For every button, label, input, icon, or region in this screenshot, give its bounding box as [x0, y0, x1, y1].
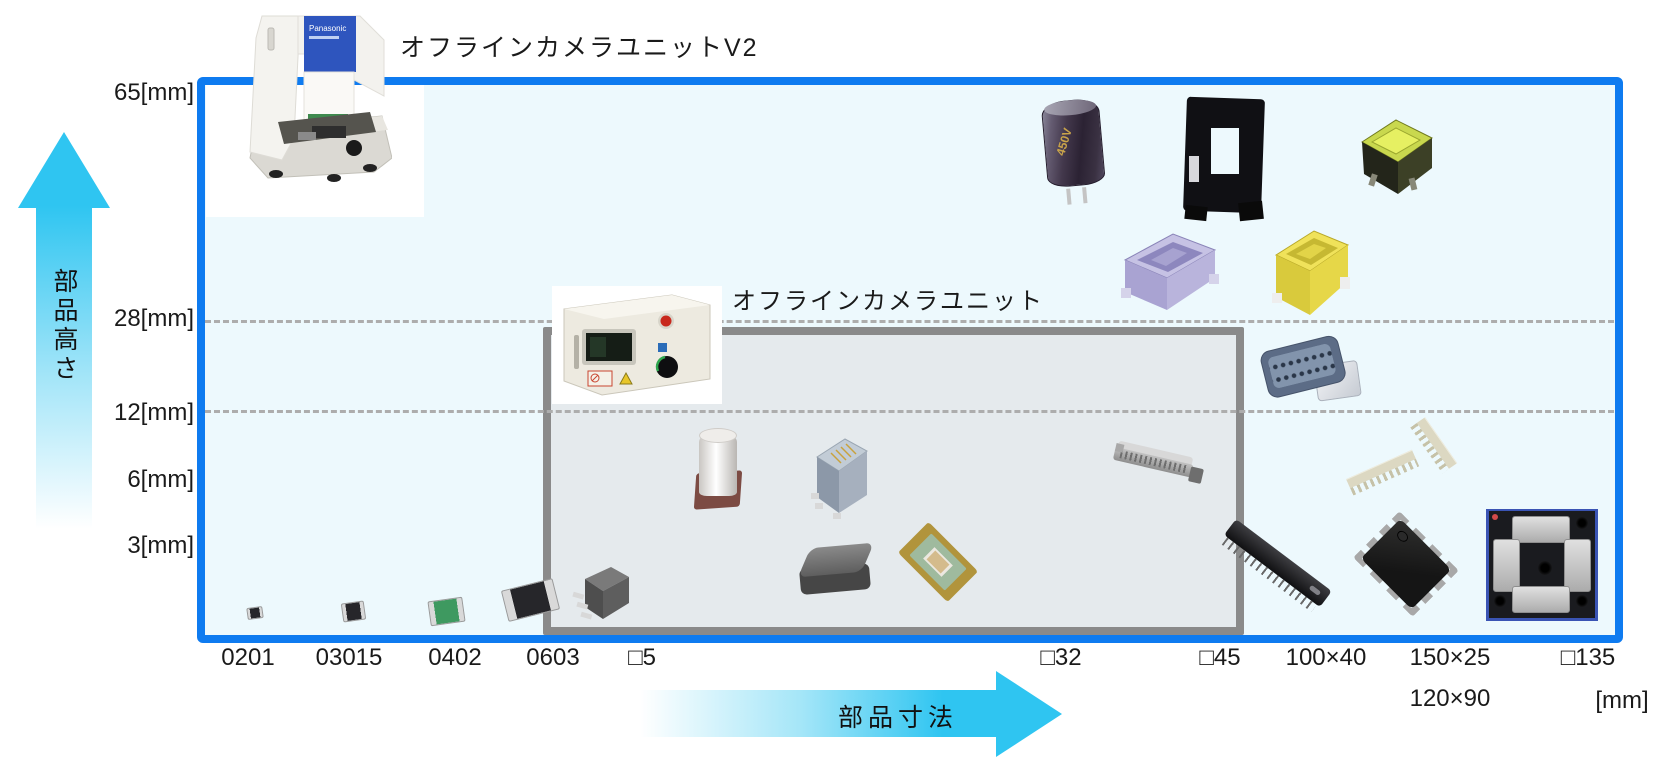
y-label-3mm: 3[mm] [127, 532, 194, 559]
module-pad-right [1564, 539, 1591, 592]
chip-0201 [246, 605, 264, 621]
module-hole [1576, 517, 1588, 529]
camera-unit-v2-illustration: Panasonic [249, 15, 393, 182]
connector-yellow [1270, 225, 1352, 321]
y-label-6mm: 6[mm] [127, 466, 194, 493]
ffc-rotated-group [1109, 431, 1208, 496]
capacitor-pin [1082, 187, 1088, 204]
x-label-120x90: 120×90 [1409, 685, 1491, 712]
header-arm [1346, 449, 1420, 496]
camera-unit-v2-photo: Panasonic [242, 10, 393, 195]
module-hole [1494, 595, 1506, 607]
chip-0402 [427, 596, 466, 627]
connector-purple-illustration [1121, 233, 1219, 310]
connector-purple [1121, 226, 1219, 316]
bobbin-window [1211, 128, 1239, 174]
x-label-150x25: 150×25 [1409, 644, 1491, 671]
qfp-ic [1348, 511, 1464, 617]
v1-unit-title: オフラインカメラユニット [732, 288, 1044, 315]
modular-jack-illustration [811, 438, 868, 519]
v2-unit-title: オフラインカメラユニットV2 [400, 34, 759, 62]
panasonic-logo-text: Panasonic [309, 24, 346, 33]
sip-slot [1308, 584, 1322, 596]
sip-header [1221, 513, 1334, 612]
x-label-0603: 0603 [526, 644, 580, 671]
bga-package [888, 521, 987, 603]
dashed-line-12mm [205, 410, 1614, 413]
dashed-line-28mm [205, 320, 1614, 323]
x-axis-arrow-body [640, 690, 996, 737]
power-connector-sq5 [571, 565, 632, 625]
y-axis-arrow-icon [18, 132, 110, 208]
x-label-03015: 03015 [315, 644, 383, 671]
capacitor-pin [1066, 188, 1072, 205]
module-hole [1576, 595, 1588, 607]
y-label-12mm: 12[mm] [113, 399, 194, 426]
x-axis-unit: [mm] [1595, 687, 1649, 714]
smd-capacitor-white [691, 428, 745, 512]
bga-rotated-group [897, 521, 979, 603]
bobbin-foot [1238, 200, 1264, 222]
y-label-28mm: 28[mm] [113, 305, 194, 332]
x-axis-arrow-icon [996, 671, 1062, 757]
x-label-sq5: □5 [628, 644, 656, 671]
camera-unit-photo [554, 285, 720, 407]
ffc-connector [1112, 440, 1204, 487]
power-connector-illustration [572, 567, 629, 620]
qfp-rotated-group [1353, 511, 1459, 617]
chip-03015 [340, 600, 367, 623]
camera-unit-illustration [563, 294, 711, 396]
bobbin-foot [1184, 204, 1208, 222]
header-pins [1350, 458, 1420, 496]
bobbin-sticker [1189, 156, 1199, 182]
y-axis-arrow-body [36, 206, 92, 546]
electrolytic-capacitor: 450V [1039, 97, 1110, 206]
dsub-rotated-group [1257, 325, 1365, 422]
module-hole [1538, 561, 1552, 575]
x-axis-title: 部品寸法 [838, 704, 959, 732]
module-pad-left [1493, 539, 1520, 592]
pin-header-strip [1343, 417, 1461, 500]
module-red-marker [1492, 514, 1498, 520]
module-pad-bottom [1512, 586, 1570, 613]
module-pad-top [1512, 516, 1570, 543]
metal-pad-module [1486, 509, 1598, 621]
transformer [1350, 112, 1438, 200]
transformer-illustration [1361, 119, 1433, 194]
y-label-65mm: 65[mm] [113, 79, 194, 106]
capacitor-top-face [699, 428, 737, 443]
x-label-sq45: □45 [1199, 644, 1241, 671]
x-label-100x40: 100×40 [1285, 644, 1367, 671]
x-label-sq32: □32 [1040, 644, 1082, 671]
x-label-sq135: □135 [1560, 644, 1616, 671]
coil-bobbin [1183, 96, 1265, 222]
x-label-0402: 0402 [428, 644, 482, 671]
chip-component-gray [797, 542, 875, 596]
dsub-connector [1258, 333, 1362, 412]
sip-bar [1221, 519, 1332, 612]
y-axis-title: 部品高さ [50, 268, 78, 384]
x-label-0201: 0201 [221, 644, 275, 671]
modular-jack [811, 435, 872, 522]
ffc-end-block [1187, 466, 1204, 484]
connector-yellow-illustration [1272, 230, 1350, 315]
